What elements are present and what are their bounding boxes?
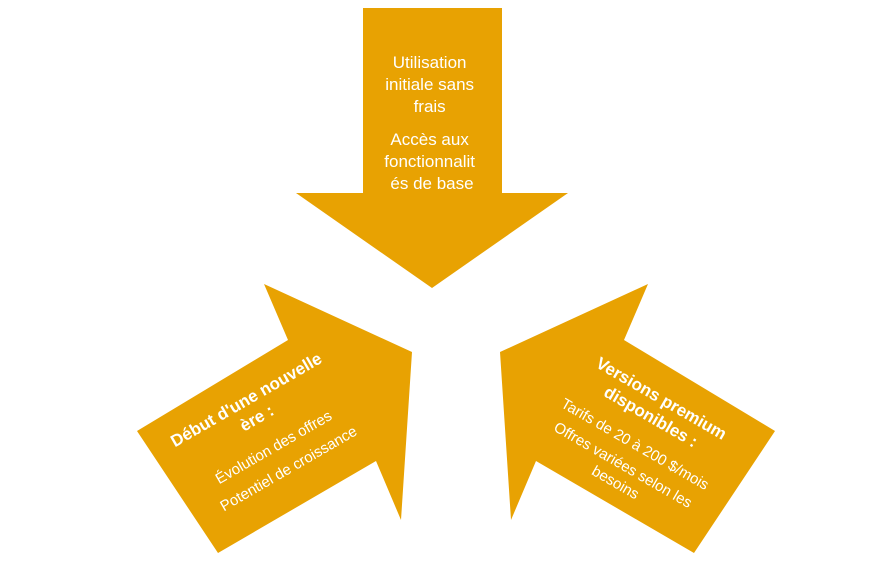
right-arrow-shape [500, 284, 775, 553]
top-line-6: és de base [390, 174, 473, 193]
top-line-2: initiale sans [385, 75, 474, 94]
left-arrow-shape [137, 284, 412, 553]
top-line-4: Accès aux [390, 130, 469, 149]
left-arrow: Début d'une nouvelle ère : Évolution des… [137, 284, 412, 553]
top-arrow-text: Utilisation initiale sans frais Accès au… [384, 53, 479, 193]
top-line-1: Utilisation [393, 53, 467, 72]
top-line-5: fonctionnalit [384, 152, 475, 171]
top-arrow: Utilisation initiale sans frais Accès au… [296, 8, 568, 288]
right-arrow: Versions premium disponibles : Tarifs de… [500, 284, 775, 553]
top-line-3: frais [414, 97, 446, 116]
top-arrow-shape [296, 8, 568, 288]
